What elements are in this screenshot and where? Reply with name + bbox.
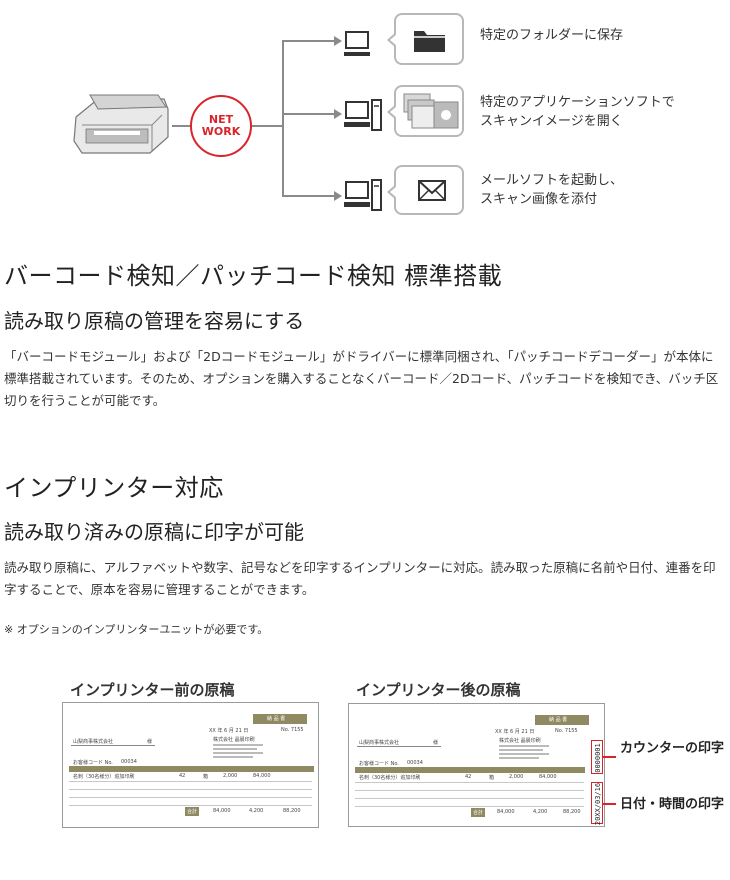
- section-title-imprinter: インプリンター対応: [4, 474, 224, 502]
- callout-datetime: 日付・時間の印字: [620, 797, 725, 812]
- application-bubble: [387, 85, 464, 137]
- destination-app-text: 特定のアプリケーションソフトで スキャンイメージを開く: [480, 95, 675, 129]
- application-icon: [403, 93, 459, 129]
- destination-folder-text: 特定のフォルダーに保存: [480, 28, 624, 43]
- invoice-code-label: お客様コード No.: [359, 761, 399, 767]
- invoice-code-label: お客様コード No.: [73, 760, 113, 766]
- connector-trunk: [282, 40, 284, 196]
- network-label-top: NET: [208, 113, 234, 126]
- section-subtitle-barcode: 読み取り原稿の管理を容易にする: [4, 309, 305, 333]
- invoice-unit: 箱: [489, 775, 495, 781]
- invoice-qty: 42: [179, 773, 186, 779]
- invoice-tax: 4,200: [249, 808, 264, 814]
- connector-line: [252, 125, 282, 127]
- section-body-barcode: 「バーコードモジュール」および「2Dコードモジュール」がドライバーに標準同梱され…: [4, 349, 719, 408]
- after-title: インプリンター後の原稿: [356, 681, 521, 699]
- invoice-after: 納 品 書 XX 年 6 月 21 日 No. 7155 山梨商事株式会社 様 …: [348, 703, 605, 827]
- invoice-header: 納 品 書: [267, 716, 286, 722]
- datetime-callout-line: [602, 803, 616, 805]
- network-badge: NET WORK: [190, 95, 252, 157]
- invoice-item: 名刺（30名様分）追加印刷: [359, 775, 421, 781]
- invoice-unit: 箱: [203, 774, 209, 780]
- invoice-price: 2,000: [223, 773, 238, 779]
- invoice-date: XX 年 6 月 21 日: [495, 729, 535, 735]
- invoice-to-company: 山梨商事株式会社: [359, 740, 400, 746]
- folder-bubble: [387, 13, 464, 65]
- invoice-honorific: 様: [147, 739, 153, 745]
- invoice-subtotal-label: 合計: [187, 809, 198, 815]
- imprint-datetime: 20XX/03/16: [594, 782, 602, 826]
- invoice-subtotal: 84,000: [213, 808, 231, 814]
- option-note: ※ オプションのインプリンターユニットが必要です。: [4, 623, 269, 636]
- connector-line: [172, 125, 192, 127]
- invoice-item: 名刺（30名様分）追加印刷: [73, 774, 135, 780]
- scanner-icon: [68, 85, 178, 160]
- invoice-price: 2,000: [509, 774, 524, 780]
- invoice-subtotal: 84,000: [497, 809, 515, 815]
- invoice-from-company: 株式会社 晶晨印刷: [213, 737, 255, 743]
- invoice-number: No. 7155: [555, 728, 578, 734]
- invoice-code: 00034: [407, 760, 423, 766]
- before-title: インプリンター前の原稿: [70, 681, 235, 699]
- invoice-amount: 84,000: [253, 773, 271, 779]
- invoice-number: No. 7155: [281, 727, 304, 733]
- section-body-imprinter: 読み取り原稿に、アルファベットや数字、記号などを印字するインプリンターに対応。読…: [4, 560, 716, 597]
- invoice-tax: 4,200: [533, 809, 548, 815]
- invoice-code: 00034: [121, 759, 137, 765]
- mail-bubble: [387, 165, 464, 215]
- invoice-subtotal-label: 合計: [473, 810, 484, 816]
- network-label-bottom: WORK: [201, 125, 241, 138]
- callout-counter: カウンターの印字: [620, 741, 725, 756]
- invoice-total: 88,200: [283, 808, 301, 814]
- pc-icon: [344, 98, 382, 132]
- pc-icon: [344, 30, 382, 64]
- destination-mail-text: メールソフトを起動し、 スキャン画像を添付: [480, 173, 624, 207]
- section-title-barcode: バーコード検知／パッチコード検知 標準搭載: [4, 262, 503, 290]
- arrows: [282, 36, 342, 201]
- counter-callout-line: [602, 756, 616, 758]
- invoice-amount: 84,000: [539, 774, 557, 780]
- invoice-header: 納 品 書: [549, 717, 568, 723]
- invoice-to-company: 山梨商事株式会社: [73, 739, 114, 745]
- folder-icon: [414, 31, 445, 52]
- section-subtitle-imprinter: 読み取り済みの原稿に印字が可能: [4, 520, 304, 544]
- invoice-from-company: 株式会社 晶晨印刷: [499, 738, 541, 744]
- imprint-counter: 0000001: [594, 743, 602, 773]
- invoice-total: 88,200: [563, 809, 581, 815]
- invoice-qty: 42: [465, 774, 472, 780]
- invoice-honorific: 様: [433, 740, 439, 746]
- invoice-before: 納 品 書 XX 年 6 月 21 日 No. 7155 山梨商事株式会社 様 …: [62, 702, 319, 828]
- invoice-date: XX 年 6 月 21 日: [209, 728, 249, 734]
- mail-icon: [418, 180, 446, 201]
- pc-icon: [344, 178, 382, 212]
